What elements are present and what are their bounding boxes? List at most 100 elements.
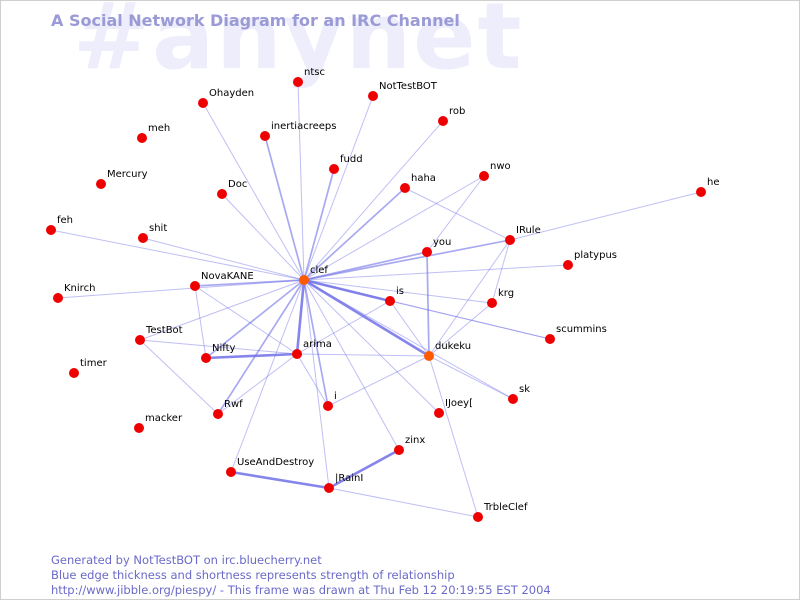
node-label: timer: [80, 358, 108, 369]
node-haha: haha: [400, 173, 436, 193]
node-Nifty: Nifty: [201, 343, 236, 363]
node-dot: [545, 334, 555, 344]
diagram-title: A Social Network Diagram for an IRC Chan…: [51, 11, 460, 30]
node-he: he: [696, 177, 720, 197]
node-label: clef: [310, 265, 328, 276]
edge-IRule-haha: [404, 187, 511, 241]
node-label: meh: [148, 123, 170, 134]
node-label: TestBot: [145, 325, 183, 336]
footer: Generated by NotTestBOT on irc.bluecherr…: [51, 553, 551, 598]
node-dot: [434, 408, 444, 418]
edge-clef-fudd: [303, 168, 335, 281]
node-Ohayden: Ohayden: [198, 88, 254, 108]
edge-clef-nwo: [303, 175, 485, 281]
edge-clef-haha: [303, 187, 406, 281]
footer-generated-by: Generated by NotTestBOT on irc.bluecherr…: [51, 553, 322, 567]
edge-Nifty-arima: [205, 352, 298, 360]
node-label: dukeku: [435, 341, 471, 352]
node-dot: [394, 445, 404, 455]
node-dot: [400, 183, 410, 193]
node-IJoeyI: IJoey[: [434, 398, 473, 418]
edge-NovaKANE-arima: [194, 285, 298, 355]
edge-zinx-IRainI: [328, 448, 400, 490]
node-dot: [96, 179, 106, 189]
node-zinx: zinx: [394, 435, 425, 455]
node-meh: meh: [137, 123, 170, 143]
node-Knirch: Knirch: [53, 283, 95, 303]
node-label: he: [707, 177, 720, 188]
node-you: you: [422, 237, 451, 257]
footer-legend-note: Blue edge thickness and shortness repres…: [51, 568, 455, 582]
node-dot: [190, 281, 200, 291]
edge-UseAndDestroy-IRainI: [230, 470, 330, 490]
node-label: i: [334, 391, 337, 402]
node-dot: [260, 131, 270, 141]
node-dot: [226, 467, 236, 477]
node-nwo: nwo: [479, 161, 511, 181]
node-dot: [69, 368, 79, 378]
node-is: is: [385, 286, 404, 306]
node-Rwf: Rwf: [213, 399, 243, 419]
footer-source-timestamp: http://www.jibble.org/piespy/ - This fra…: [51, 583, 551, 597]
node-label: UseAndDestroy: [237, 457, 314, 468]
edge-clef-dukeku: [303, 278, 430, 358]
edge-clef-IRule: [303, 239, 511, 281]
node-i: i: [323, 391, 337, 411]
node-dukeku: dukeku: [424, 341, 471, 361]
node-dot: [135, 335, 145, 345]
edge-IRainI-TrbleClef: [328, 487, 479, 518]
node-dot: [422, 247, 432, 257]
node-label: |RainI: [335, 473, 363, 484]
edge-clef-Nifty: [205, 279, 305, 359]
edge-clef-i: [303, 279, 329, 407]
edge-clef-scummins: [303, 279, 551, 340]
node-dot: [213, 409, 223, 419]
edge-clef-Doc: [221, 193, 305, 281]
node-dot: [138, 233, 148, 243]
node-feh: feh: [46, 215, 73, 235]
edge-clef-ntsc: [297, 81, 305, 281]
node-macker: macker: [134, 413, 183, 433]
node-label: arima: [303, 339, 332, 350]
edge-dukeku-i: [327, 355, 430, 407]
node-clef: clef: [299, 265, 328, 285]
edge-clef-Ohayden: [202, 102, 305, 281]
node-dot: [137, 133, 147, 143]
node-shit: shit: [138, 223, 167, 243]
edge-arima-Rwf: [217, 353, 298, 415]
node-dot: [134, 423, 144, 433]
node-label: you: [433, 237, 451, 248]
node-dot: [505, 235, 515, 245]
node-IRainI: |RainI: [324, 473, 363, 493]
node-label: Ohayden: [209, 88, 254, 99]
node-inertiacreeps: inertiacreeps: [260, 121, 336, 141]
edge-clef-NovaKANE: [194, 279, 305, 287]
node-arima: arima: [292, 339, 332, 359]
node-label: Knirch: [64, 283, 95, 294]
node-dot: [487, 298, 497, 308]
edge-is-arima: [296, 300, 391, 355]
edge-TestBot-Rwf: [139, 339, 219, 415]
edge-krg-dukeku: [428, 302, 493, 357]
edge-clef-is: [303, 278, 391, 303]
edge-clef-arima: [295, 279, 306, 355]
node-label: shit: [149, 223, 167, 234]
node-label: IJoey[: [445, 398, 473, 409]
node-dot: [292, 349, 302, 359]
edge-is-dukeku: [389, 300, 430, 357]
node-krg: krg: [487, 288, 514, 308]
node-label: IRule: [516, 225, 541, 236]
node-label: sk: [519, 384, 530, 395]
node-dot: [473, 512, 483, 522]
edge-dukeku-sk: [428, 355, 514, 400]
edge-clef-UseAndDestroy: [230, 279, 305, 473]
node-label: Nifty: [212, 343, 236, 354]
edge-you-nwo: [426, 175, 485, 253]
edge-clef-Rwf: [217, 279, 305, 415]
node-label: NotTestBOT: [379, 81, 438, 92]
node-label: platypus: [574, 250, 617, 261]
node-TrbleClef: TrbleClef: [473, 502, 528, 522]
